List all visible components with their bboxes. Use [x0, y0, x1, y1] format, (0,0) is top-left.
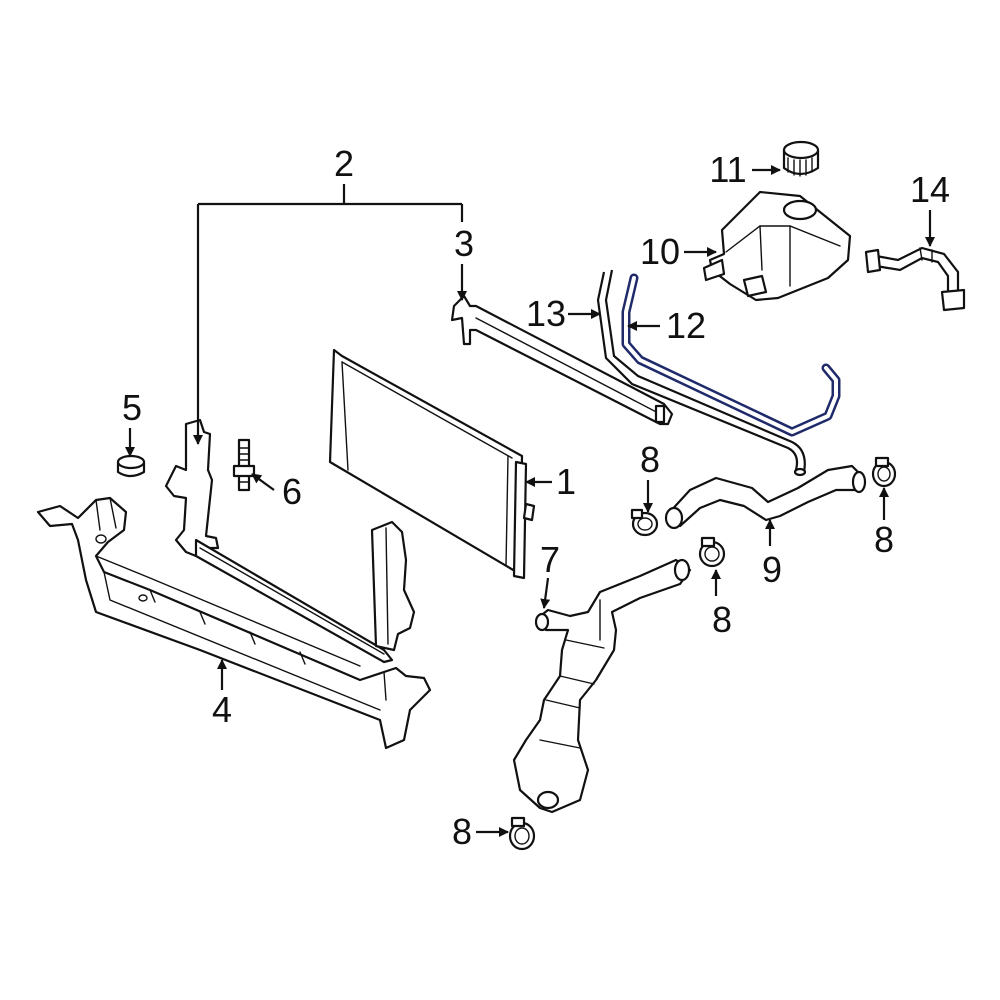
callout-13: 13	[526, 293, 566, 334]
callout-leaders	[125, 165, 935, 837]
stud-bolt[interactable]	[232, 438, 256, 492]
coolant-hose-13[interactable]	[596, 269, 807, 477]
hose-clamp-c[interactable]	[871, 456, 897, 488]
callout-7: 7	[540, 539, 560, 580]
hose-clamp-a[interactable]	[630, 508, 659, 537]
callout-numbers: 2 3 5 6 1 4 13 12 10 11 14 8 8 8 8 9 7	[122, 143, 950, 852]
expansion-tank[interactable]	[702, 190, 852, 302]
callout-4: 4	[212, 689, 232, 730]
callout-14: 14	[910, 169, 950, 210]
radiator[interactable]	[328, 348, 536, 580]
callout-12: 12	[666, 305, 706, 346]
lower-radiator-support[interactable]	[36, 496, 432, 750]
callout-8-c: 8	[874, 519, 894, 560]
callout-10: 10	[640, 231, 680, 272]
coolant-hose-9[interactable]	[664, 464, 867, 530]
hose-clamp-d[interactable]	[508, 816, 536, 851]
callout-1: 1	[556, 461, 576, 502]
callout-11: 11	[709, 149, 746, 190]
coolant-hose-12[interactable]	[621, 273, 841, 437]
callout-5: 5	[122, 387, 142, 428]
callout-8-b: 8	[712, 599, 732, 640]
hose-14[interactable]	[864, 246, 966, 312]
upper-bracket[interactable]	[450, 294, 674, 426]
callout-3: 3	[454, 223, 474, 264]
hose-clamp-b[interactable]	[698, 536, 726, 568]
grommet[interactable]	[116, 454, 146, 478]
reservoir-cap[interactable]	[782, 140, 820, 177]
lower-hose-assembly[interactable]	[512, 558, 692, 814]
callout-8-a: 8	[640, 439, 660, 480]
callout-8-d: 8	[452, 811, 472, 852]
callout-6: 6	[282, 471, 302, 512]
radiator-bracket[interactable]	[164, 418, 416, 664]
callout-2: 2	[334, 143, 354, 184]
callout-9: 9	[762, 549, 782, 590]
